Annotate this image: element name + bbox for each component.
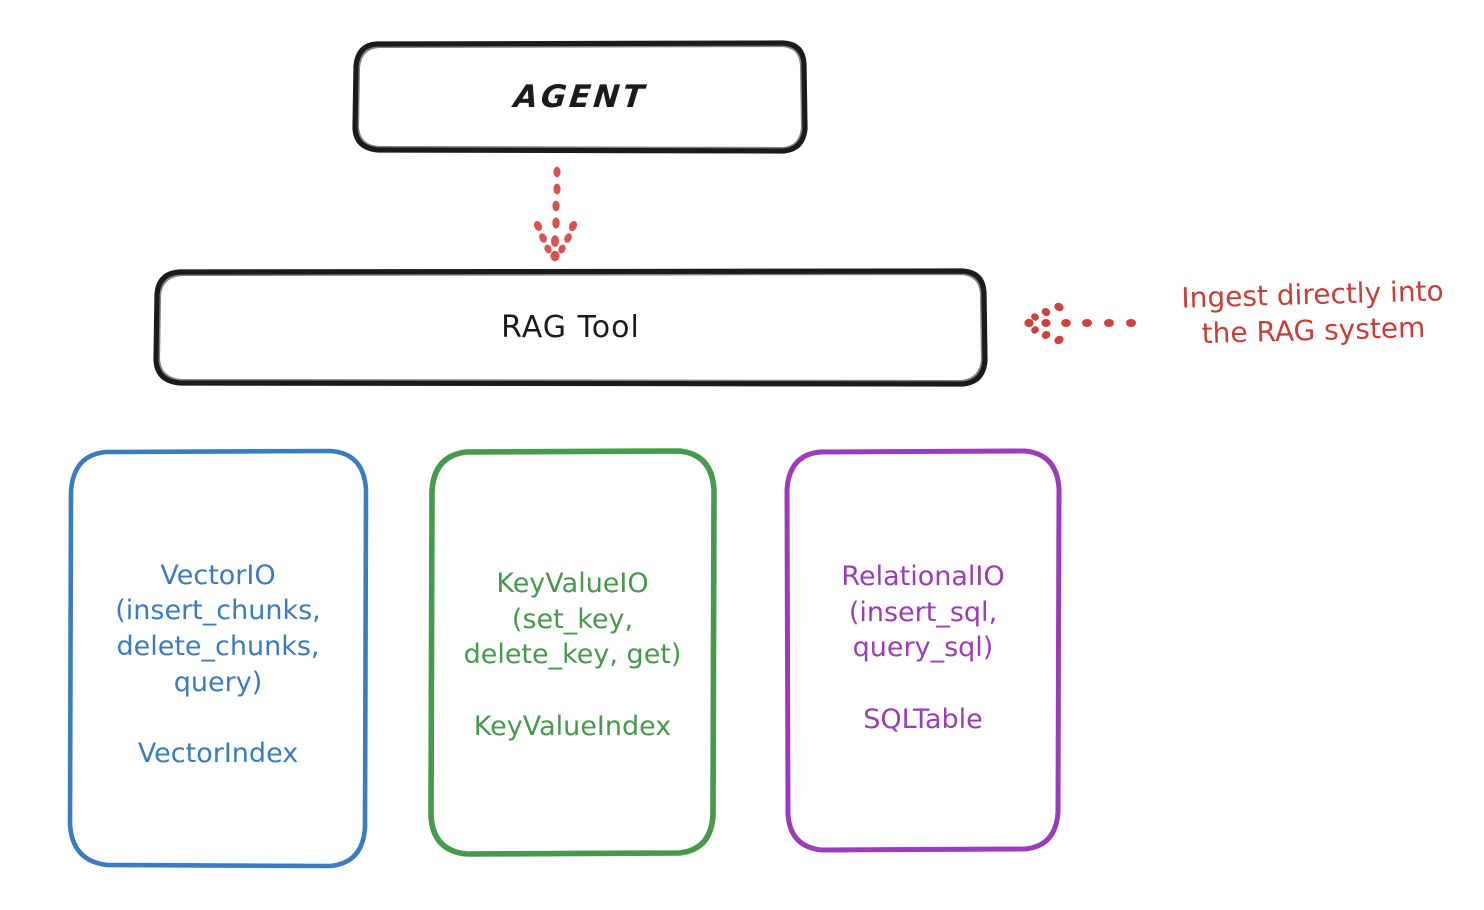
agent-box-outline bbox=[352, 40, 808, 154]
vector-index-label: VectorIndex bbox=[137, 738, 299, 770]
keyvalue-io-node[interactable]: KeyValueIO (set_key, delete_key, get) Ke… bbox=[431, 450, 714, 854]
keyvalue-io-api-label: KeyValueIO (set_key, delete_key, get) bbox=[463, 568, 682, 671]
agent-node[interactable]: AGENT bbox=[355, 42, 805, 152]
agent-label: AGENT bbox=[511, 79, 649, 115]
vector-io-box-outline bbox=[67, 448, 369, 869]
vector-io-api-label: VectorIO (insert_chunks, delete_chunks, … bbox=[115, 559, 321, 698]
sql-table-label: SQLTable bbox=[863, 703, 983, 735]
vector-io-node[interactable]: VectorIO (insert_chunks, delete_chunks, … bbox=[70, 450, 366, 867]
keyvalue-index-label: KeyValueIndex bbox=[473, 710, 672, 742]
vector-io-body: VectorIO (insert_chunks, delete_chunks, … bbox=[70, 558, 366, 770]
relational-io-node[interactable]: RelationalIO (insert_sql, query_sql) SQL… bbox=[787, 450, 1059, 850]
relational-io-api-label: RelationalIO (insert_sql, query_sql) bbox=[841, 561, 1005, 664]
relational-io-box-outline bbox=[784, 448, 1062, 853]
rag-tool-label: RAG Tool bbox=[501, 309, 640, 345]
relational-io-body: RelationalIO (insert_sql, query_sql) SQL… bbox=[787, 559, 1059, 735]
keyvalue-io-box-outline bbox=[428, 448, 717, 857]
agent-to-rag-dotted-arrow-icon bbox=[533, 166, 578, 262]
keyvalue-io-body: KeyValueIO (set_key, delete_key, get) Ke… bbox=[431, 566, 714, 742]
ingest-to-rag-dotted-arrow-icon bbox=[1024, 302, 1136, 345]
ingest-annotation-label: Ingest directly into the RAG system bbox=[1180, 274, 1445, 350]
rag-tool-node[interactable]: RAG Tool bbox=[156, 270, 985, 384]
rag-tool-box-outline bbox=[153, 268, 988, 387]
